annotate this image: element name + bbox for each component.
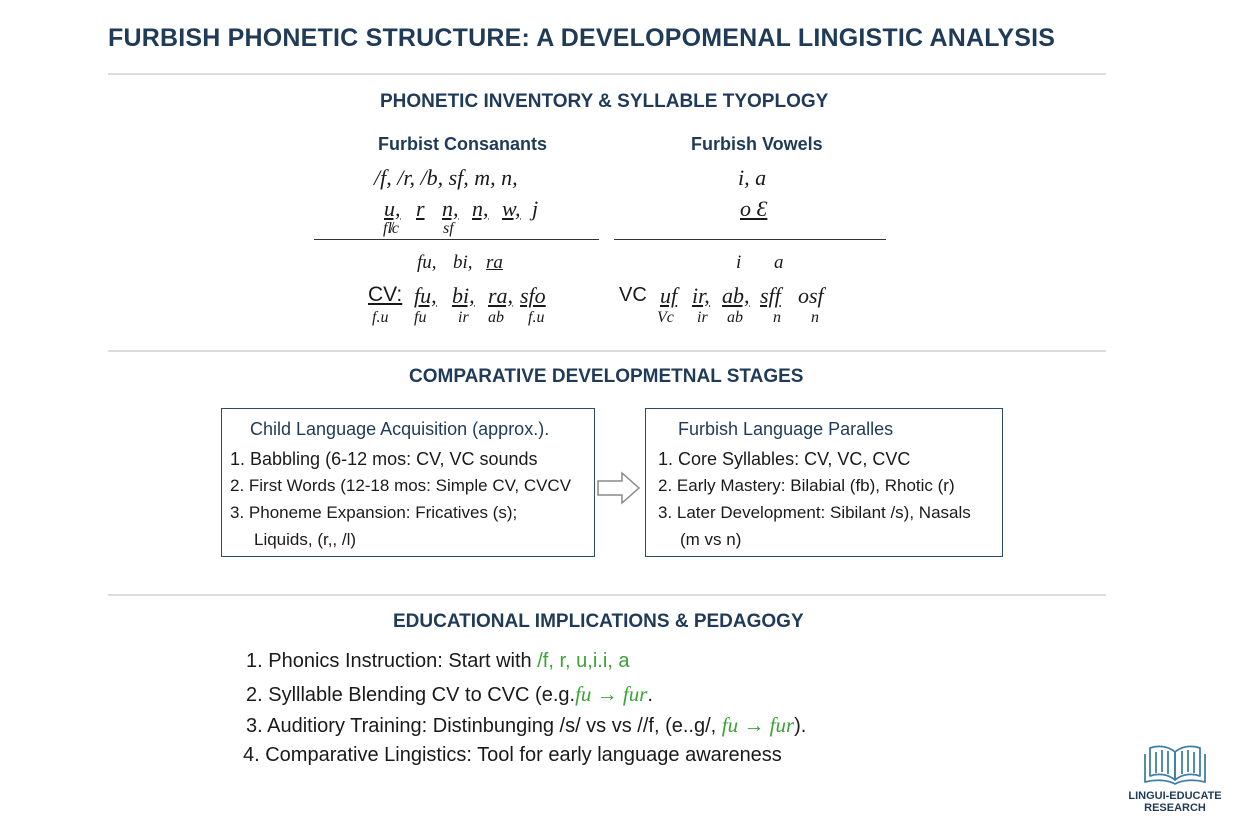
vc-syllable: ab,: [722, 283, 750, 308]
cv-syllable: bi,: [452, 283, 475, 308]
cv-part: ir: [458, 309, 469, 326]
cv-syllables: fu, bi, ra, sfo: [414, 283, 550, 309]
vowels-row-1: i, a: [738, 165, 767, 190]
consonant-symbol: j: [532, 196, 539, 221]
open-book-icon: [1142, 740, 1208, 786]
vc-syllable: sff: [760, 283, 781, 308]
education-item-4: 4. Comparative Lingistics: Tool for earl…: [243, 744, 782, 766]
consonants-divider: [314, 239, 599, 240]
child-stage-item: 3. Phoneme Expansion: Fricatives (s);: [230, 503, 518, 522]
double-right-arrow-icon: [596, 470, 642, 506]
vowel-example: i: [736, 252, 742, 273]
cv-part: ab: [488, 309, 504, 326]
title-divider: [108, 73, 1106, 75]
furbish-stage-item: 1. Core Syllables: CV, VC, CVC: [658, 449, 911, 469]
education-item-3: 3. Auditiory Training: Distinbunging /s/…: [246, 713, 806, 738]
vowels-divider: [614, 239, 886, 240]
cv-part: f.u: [528, 309, 545, 326]
item-highlight: fu → fur: [575, 682, 648, 706]
child-acquisition-box: Child Language Acquisition (approx.). 1.…: [221, 408, 595, 557]
vc-part: n: [811, 309, 819, 326]
consonant-symbol: n,: [442, 196, 459, 221]
consonant-symbol: n,: [472, 196, 489, 221]
stages-heading: COMPARATIVE DEVELOPMETNAL STAGES: [409, 366, 804, 387]
cv-syllable: fu,: [414, 283, 437, 308]
child-box-title: Child Language Acquisition (approx.).: [250, 419, 550, 439]
consonant-symbol: u,: [384, 196, 401, 221]
item-highlight: fu → fur: [721, 713, 795, 737]
consonant-cluster: fl̸c: [383, 220, 399, 237]
vc-syllables: uf ir, ab, sff osf: [660, 283, 828, 309]
child-stage-item: Liquids, (r,, /l): [254, 530, 357, 549]
cv-syllable: sfo: [520, 283, 546, 308]
vc-breakdown: Vc ir ab n n: [657, 309, 831, 327]
item-tail: ).: [794, 715, 807, 737]
vowel-example: a: [774, 252, 784, 273]
consonants-row-2: u, r n, n, w, j: [384, 196, 552, 222]
logo-line-1: LINGUI-EDUCATE: [1128, 790, 1222, 802]
vc-label: VC: [619, 284, 647, 306]
vc-syllable: uf: [660, 283, 678, 308]
item-text: 1. Phonics Instruction: Start with: [246, 650, 538, 672]
vc-part: ir: [697, 309, 708, 326]
furbish-stage-item: (m vs n): [680, 530, 742, 549]
item-text: 3. Auditiory Training: Distinbunging /s/…: [246, 715, 722, 737]
item-text: 2. Sylllable Blending CV to CVC (e.g.: [246, 684, 576, 706]
vc-part: Vc: [657, 309, 674, 326]
cv-example: bi,: [453, 252, 473, 273]
consonant-symbol: w,: [502, 196, 521, 221]
item-highlight: /f, r, u,i.i, a: [537, 650, 630, 672]
consonant-cluster: sf: [443, 220, 454, 237]
page-title: FURBISH PHONETIC STRUCTURE: A DEVELOPOME…: [108, 24, 1056, 52]
consonants-row-1: /f, /r, /b, sf, m, n,: [374, 165, 518, 190]
vc-part: ab: [727, 309, 743, 326]
education-item-2: 2. Sylllable Blending CV to CVC (e.g.fu …: [246, 682, 653, 707]
cv-label: CV:: [368, 283, 403, 306]
cv-part: fu: [414, 309, 427, 326]
furbish-parallels-box: Furbish Language Paralles 1. Core Syllab…: [645, 408, 1003, 557]
cv-example: fu,: [417, 252, 437, 273]
cv-breakdown: f.u fu ir ab f.u: [372, 309, 558, 327]
stages-divider: [108, 594, 1106, 596]
education-heading: EDUCATIONAL IMPLICATIONS & PEDAGOGY: [393, 611, 804, 632]
education-item-1: 1. Phonics Instruction: Start with /f, r…: [246, 650, 630, 673]
inventory-divider: [108, 350, 1106, 352]
child-stage-item: 1. Babbling (6-12 mos: CV, VC sounds: [230, 449, 538, 469]
inventory-heading: PHONETIC INVENTORY & SYLLABLE TYOPLOGY: [380, 91, 829, 112]
vc-part: n: [773, 309, 781, 326]
vowels-heading: Furbish Vowels: [691, 134, 823, 154]
logo-line-2: RESEARCH: [1144, 802, 1206, 814]
furbish-stage-item: 2. Early Mastery: Bilabial (fb), Rhotic …: [658, 476, 955, 495]
child-stage-item: 2. First Words (12-18 mos: Simple CV, CV…: [230, 476, 572, 495]
vc-syllable: ir,: [692, 283, 710, 308]
item-tail: .: [647, 684, 653, 706]
consonants-heading: Furbist Consanants: [378, 134, 548, 154]
consonant-symbol: r: [416, 196, 425, 221]
cv-example: ra: [486, 252, 503, 273]
vc-syllable: osf: [798, 283, 824, 308]
cv-part: f.u: [372, 309, 389, 326]
cv-syllable: ra,: [488, 283, 514, 308]
vowels-row-2: o Ɛ: [740, 196, 768, 221]
furbish-stage-item: 3. Later Development: Sibilant /s), Nasa…: [658, 503, 971, 522]
logo-text: LINGUI-EDUCATE RESEARCH: [1118, 790, 1232, 814]
furbish-box-title: Furbish Language Paralles: [678, 419, 894, 439]
